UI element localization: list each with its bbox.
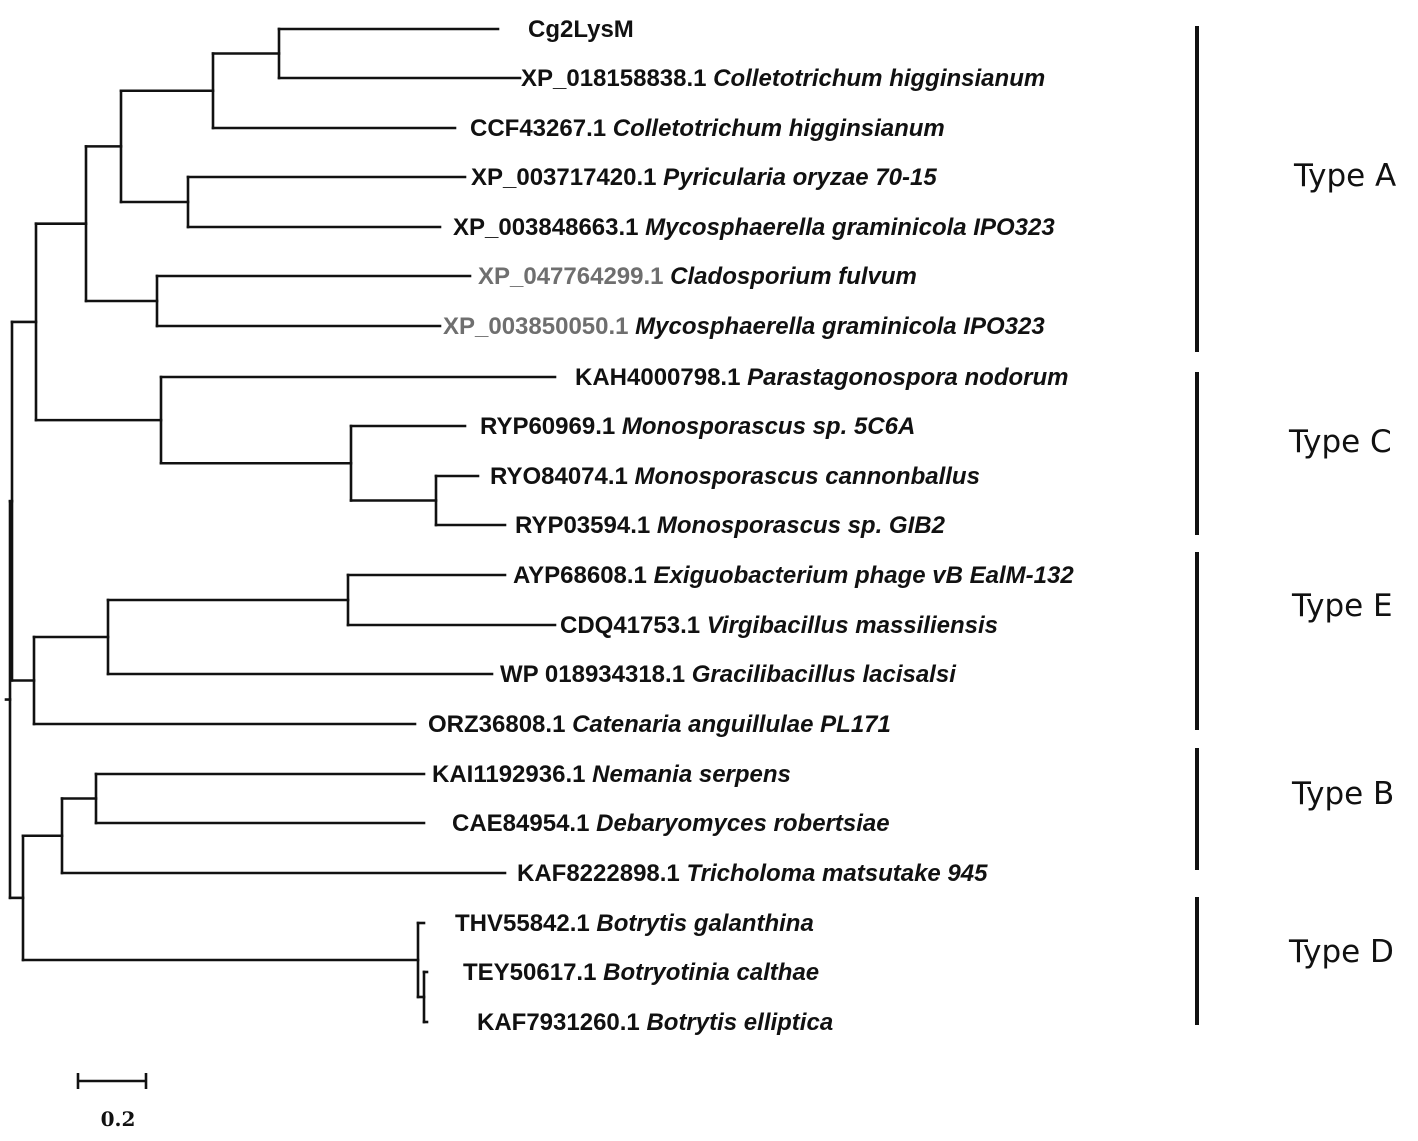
clade-groups: Type A Type C Type E Type B Type D — [1195, 26, 1396, 1025]
leaf-label: CCF43267.1 Colletotrichum higginsianum — [470, 115, 945, 142]
leaf-accession: XP_003850050.1 — [443, 313, 629, 340]
leaf-species: Gracilibacillus lacisalsi — [685, 661, 957, 688]
leaf-label: WP 018934318.1 Gracilibacillus lacisalsi — [500, 661, 957, 688]
leaf-label: XP_003717420.1 Pyricularia oryzae 70-15 — [471, 164, 937, 191]
leaf-accession: CAE84954.1 — [452, 810, 589, 837]
leaf-accession: THV55842.1 — [455, 910, 590, 937]
leaf-label: XP_047764299.1 Cladosporium fulvum — [478, 263, 917, 290]
leaf-accession: RYO84074.1 — [490, 463, 628, 490]
leaf-species: Monosporascus cannonballus — [628, 463, 980, 490]
leaf-species: Colletotrichum higginsianum — [606, 115, 945, 142]
leaf-accession: XP_047764299.1 — [478, 263, 664, 290]
leaf-label: KAF8222898.1 Tricholoma matsutake 945 — [517, 860, 988, 887]
clade-label: Type A — [1293, 158, 1396, 194]
clade-label: Type E — [1291, 588, 1393, 624]
tree-branches — [4, 27, 557, 1024]
leaf-species: Debaryomyces robertsiae — [589, 810, 889, 837]
clade-label: Type D — [1288, 934, 1394, 970]
leaf-species: Virgibacillus massiliensis — [700, 612, 998, 639]
leaf-accession: KAF8222898.1 — [517, 860, 680, 887]
leaf-species: Botrytis elliptica — [640, 1009, 833, 1036]
scale-bar: 0.2 — [76, 1073, 148, 1131]
leaf-label: RYP03594.1 Monosporascus sp. GIB2 — [515, 512, 946, 539]
leaf-species: Mycosphaerella graminicola IPO323 — [639, 214, 1056, 241]
leaf-label: CDQ41753.1 Virgibacillus massiliensis — [560, 612, 998, 639]
leaf-accession: KAI1192936.1 — [432, 761, 585, 788]
leaf-label: AYP68608.1 Exiguobacterium phage vB EalM… — [513, 562, 1074, 589]
leaf-species: Botryotinia calthae — [596, 959, 819, 986]
leaf-accession: TEY50617.1 — [463, 959, 596, 986]
leaf-species: Catenaria anguillulae PL171 — [565, 711, 890, 738]
leaf-accession: CDQ41753.1 — [560, 612, 700, 639]
leaf-species: Parastagonospora nodorum — [740, 364, 1068, 391]
leaf-accession: XP_018158838.1 — [521, 65, 707, 92]
leaf-label: XP_003848663.1 Mycosphaerella graminicol… — [453, 214, 1055, 241]
leaf-species: Botrytis galanthina — [590, 910, 814, 937]
leaf-accession: Cg2LysM — [528, 16, 634, 43]
clade-label: Type B — [1291, 776, 1394, 812]
scale-bar-label: 0.2 — [101, 1107, 136, 1131]
leaf-label: RYO84074.1 Monosporascus cannonballus — [490, 463, 980, 490]
leaf-label: Cg2LysM — [528, 16, 634, 43]
leaf-label: CAE84954.1 Debaryomyces robertsiae — [452, 810, 890, 837]
leaf-species: Cladosporium fulvum — [664, 263, 917, 290]
tree-leaves: Cg2LysM XP_018158838.1 Colletotrichum hig… — [428, 16, 1074, 1036]
leaf-species: Exiguobacterium phage vB EalM-132 — [647, 562, 1074, 589]
leaf-accession: AYP68608.1 — [513, 562, 647, 589]
leaf-accession: XP_003717420.1 — [471, 164, 657, 191]
leaf-species: Monosporascus sp. 5C6A — [615, 413, 915, 440]
leaf-label: THV55842.1 Botrytis galanthina — [455, 910, 814, 937]
leaf-label: RYP60969.1 Monosporascus sp. 5C6A — [480, 413, 915, 440]
leaf-species: Colletotrichum higginsianum — [707, 65, 1046, 92]
leaf-species: Nemania serpens — [585, 761, 790, 788]
leaf-accession: WP 018934318.1 — [500, 661, 685, 688]
leaf-label: TEY50617.1 Botryotinia calthae — [463, 959, 819, 986]
clade-label: Type C — [1288, 424, 1392, 460]
leaf-accession: KAH4000798.1 — [575, 364, 740, 391]
leaf-accession: XP_003848663.1 — [453, 214, 639, 241]
leaf-label: KAF7931260.1 Botrytis elliptica — [477, 1009, 833, 1036]
leaf-label: KAI1192936.1 Nemania serpens — [432, 761, 791, 788]
leaf-species: Tricholoma matsutake 945 — [680, 860, 988, 887]
leaf-accession: CCF43267.1 — [470, 115, 606, 142]
leaf-label: XP_018158838.1 Colletotrichum higginsian… — [521, 65, 1045, 92]
leaf-label: KAH4000798.1 Parastagonospora nodorum — [575, 364, 1069, 391]
leaf-species: Pyricularia oryzae 70-15 — [657, 164, 938, 191]
leaf-species: Monosporascus sp. GIB2 — [650, 512, 945, 539]
leaf-accession: KAF7931260.1 — [477, 1009, 640, 1036]
leaf-accession: RYP03594.1 — [515, 512, 650, 539]
leaf-accession: RYP60969.1 — [480, 413, 615, 440]
leaf-label: ORZ36808.1 Catenaria anguillulae PL171 — [428, 711, 891, 738]
leaf-accession: ORZ36808.1 — [428, 711, 565, 738]
leaf-species: Mycosphaerella graminicola IPO323 — [629, 313, 1046, 340]
leaf-label: XP_003850050.1 Mycosphaerella graminicol… — [443, 313, 1045, 340]
